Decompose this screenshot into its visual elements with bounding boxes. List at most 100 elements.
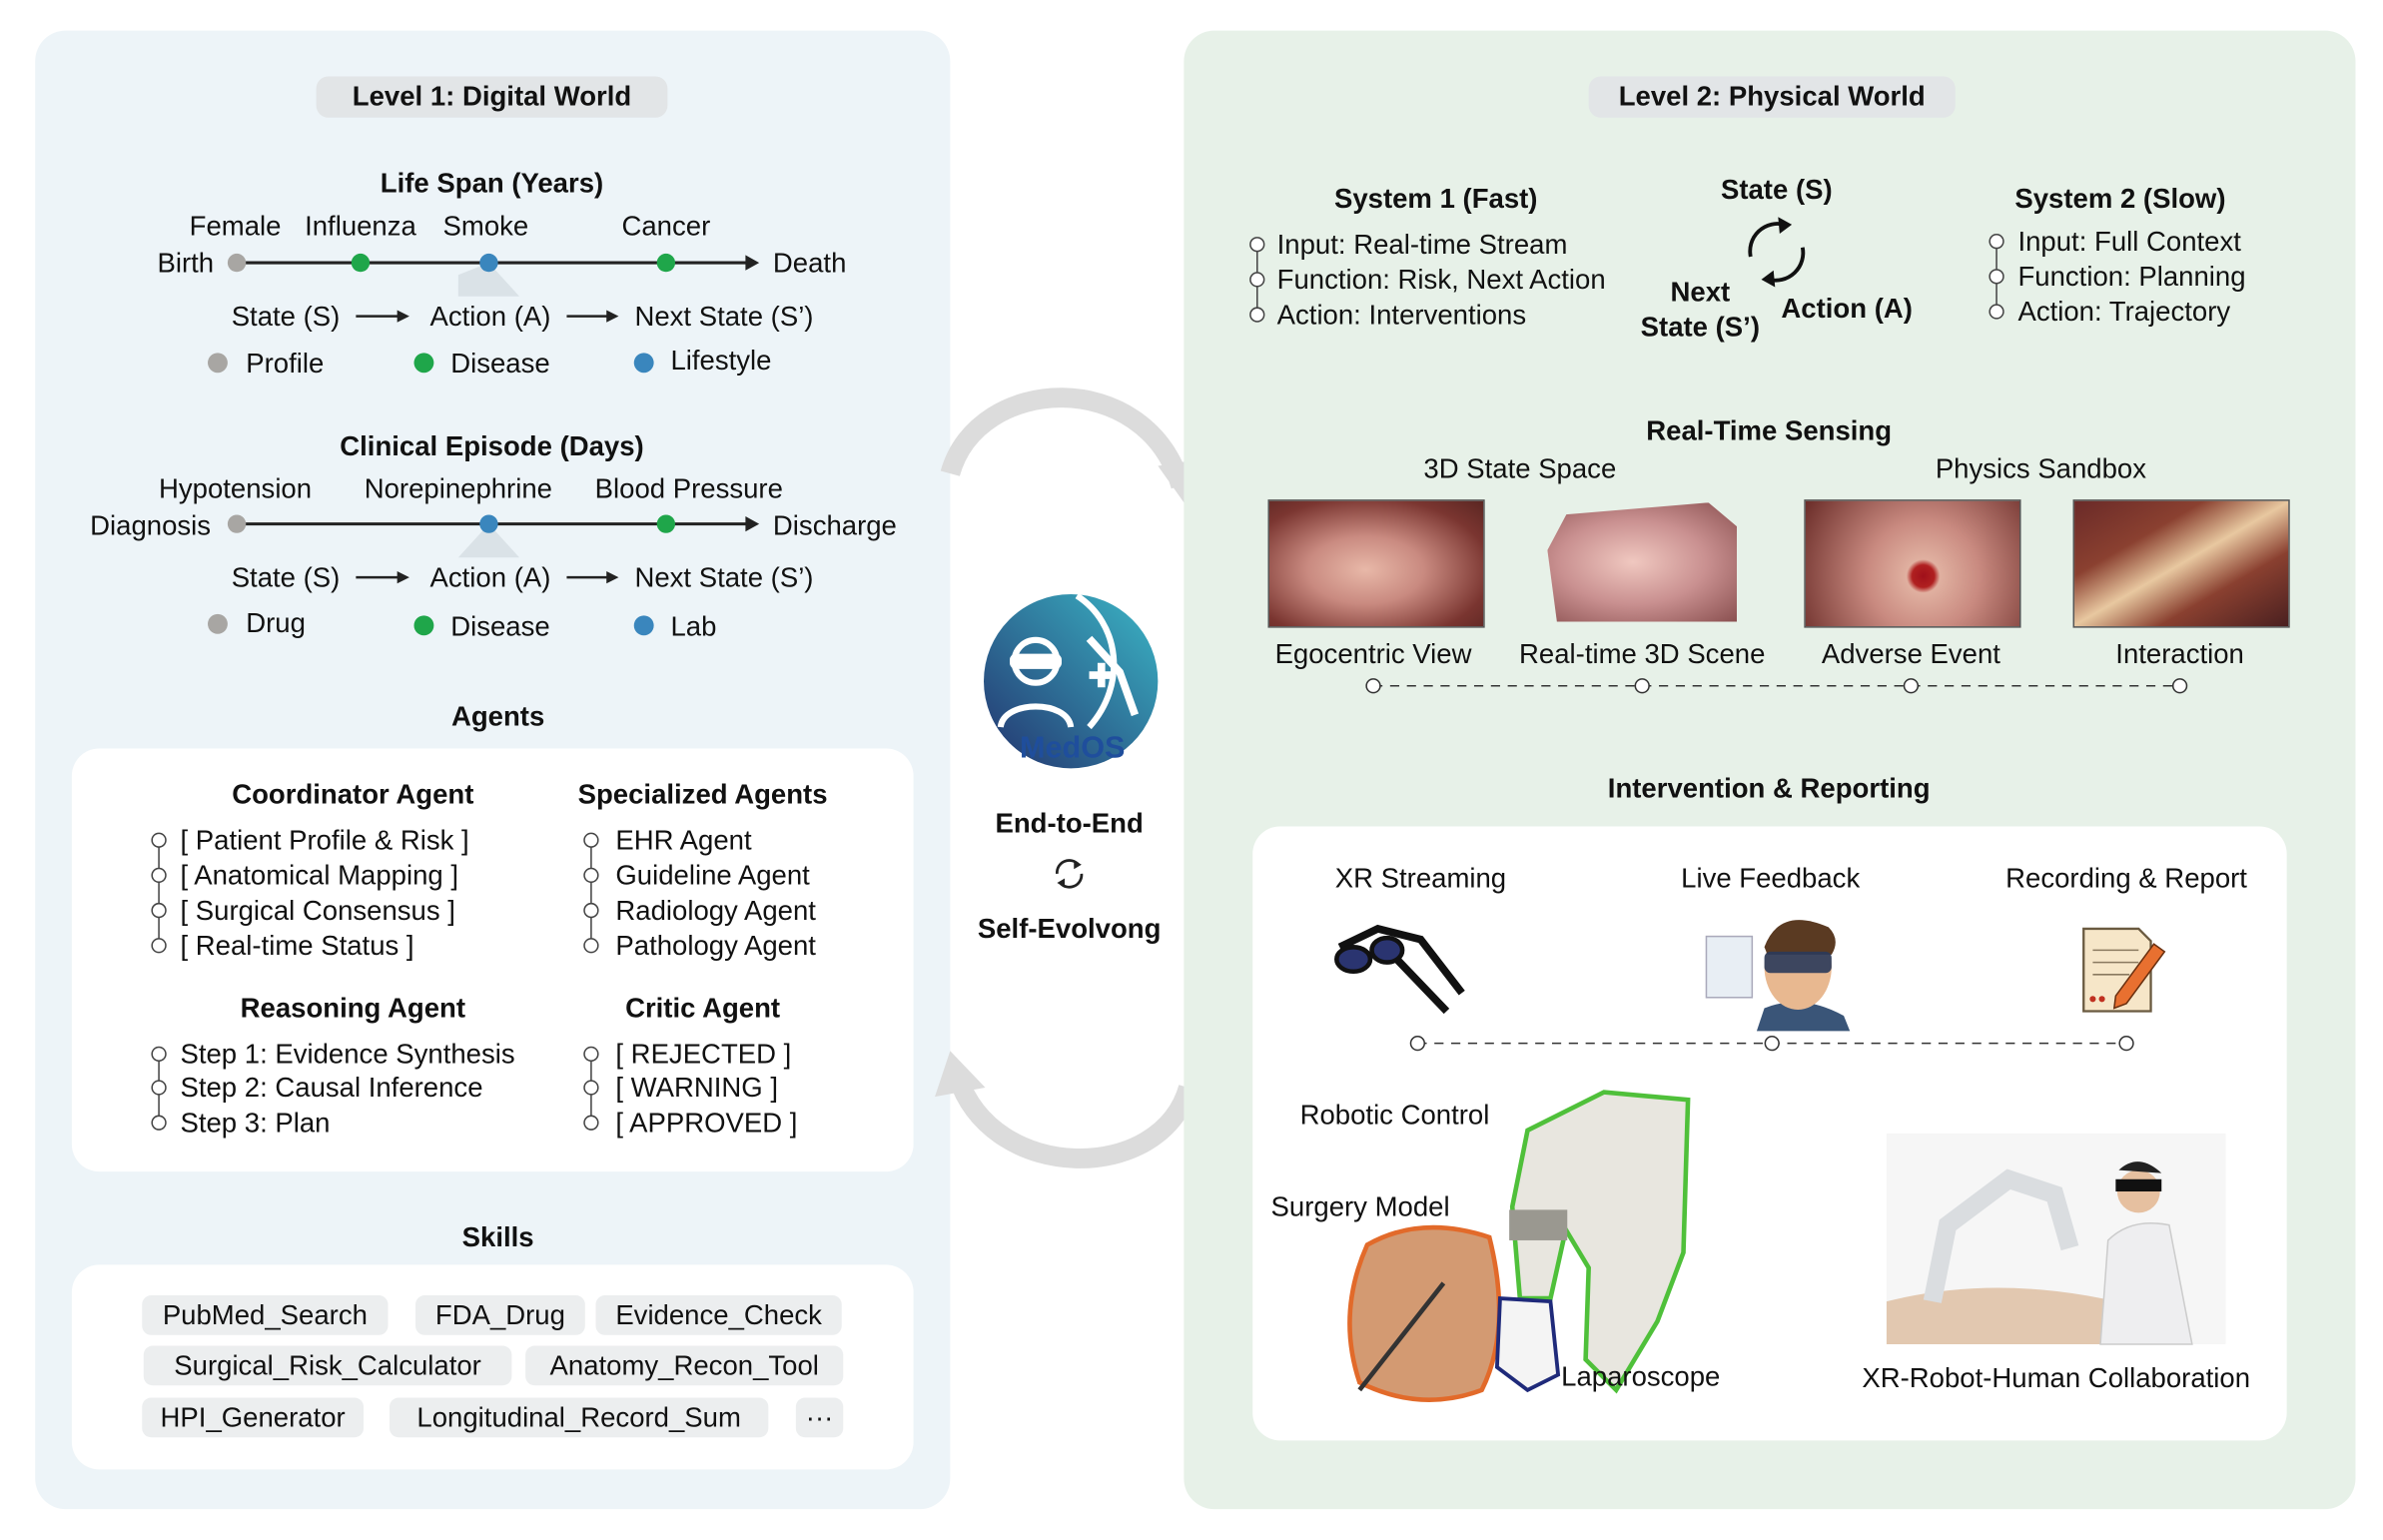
intervention-item: XR Streaming bbox=[1334, 863, 1507, 894]
agent-title: Specialized Agents bbox=[577, 779, 828, 810]
loop-cycle-icon bbox=[1748, 217, 1806, 288]
drug-dot bbox=[227, 514, 247, 533]
sensing-caption: Interaction bbox=[2115, 638, 2244, 669]
system1-title: System 1 (Fast) bbox=[1333, 183, 1538, 215]
list-item: [ WARNING ] bbox=[615, 1072, 779, 1104]
medos-logo-text: MedOS bbox=[1020, 731, 1126, 766]
skill-chip[interactable]: FDA_Drug bbox=[415, 1295, 585, 1335]
bullet-icon bbox=[583, 867, 599, 884]
skill-chip[interactable]: Anatomy_Recon_Tool bbox=[525, 1345, 844, 1386]
intervention-item: Recording & Report bbox=[2005, 863, 2247, 894]
agents-box bbox=[71, 748, 914, 1172]
bullet-connector bbox=[583, 1046, 599, 1131]
skill-chip[interactable]: Evidence_Check bbox=[595, 1295, 842, 1335]
bullet-icon bbox=[151, 1046, 167, 1063]
bullet-connector bbox=[1988, 234, 2004, 320]
profile-dot bbox=[227, 253, 247, 273]
list-item: Step 2: Causal Inference bbox=[180, 1072, 483, 1104]
bullet-icon bbox=[151, 1115, 167, 1131]
spotlight bbox=[457, 523, 520, 558]
list-item: Step 3: Plan bbox=[180, 1107, 331, 1139]
loop-next: Next bbox=[1670, 276, 1731, 308]
disease-dot bbox=[656, 514, 676, 533]
list-item: Step 1: Evidence Synthesis bbox=[180, 1039, 515, 1070]
surgical-robot-image bbox=[1347, 1090, 1691, 1402]
bullet-icon bbox=[1249, 237, 1265, 253]
list-item: [ APPROVED ] bbox=[615, 1107, 798, 1139]
laparoscope-label: Laparoscope bbox=[1561, 1360, 1721, 1392]
bullet-connector bbox=[151, 1046, 167, 1131]
state-label: State (S) bbox=[231, 301, 341, 332]
bullet-icon bbox=[1249, 307, 1265, 323]
event-label: Hypotension bbox=[159, 473, 313, 504]
bullet-icon bbox=[1988, 234, 2004, 250]
group-label: 3D State Space bbox=[1423, 453, 1617, 484]
more-skills-chip[interactable]: ··· bbox=[795, 1397, 844, 1438]
list-item: Action: Interventions bbox=[1276, 299, 1527, 331]
list-item: Radiology Agent bbox=[615, 895, 816, 926]
list-item: Function: Planning bbox=[2017, 261, 2246, 293]
list-item: Pathology Agent bbox=[615, 930, 816, 962]
bullet-icon bbox=[1988, 269, 2004, 285]
skill-chip[interactable]: PubMed_Search bbox=[142, 1295, 389, 1335]
arrow-icon bbox=[606, 310, 619, 323]
list-item: EHR Agent bbox=[615, 824, 752, 856]
bullet-icon bbox=[1988, 304, 2004, 320]
disease-dot bbox=[656, 253, 676, 273]
disease-dot bbox=[351, 253, 371, 273]
event-label: Female bbox=[189, 211, 282, 242]
arrow-icon bbox=[397, 310, 409, 323]
list-item: [ Real-time Status ] bbox=[180, 930, 414, 962]
loop-state: State (S) bbox=[1720, 174, 1833, 205]
sensing-caption: Egocentric View bbox=[1274, 638, 1472, 669]
event-label: Blood Pressure bbox=[594, 473, 783, 504]
bullet-icon bbox=[583, 1115, 599, 1131]
bullet-icon bbox=[1249, 272, 1265, 288]
action-label: Action (A) bbox=[429, 561, 551, 593]
report-pencil-icon bbox=[2082, 927, 2166, 1013]
spotlight bbox=[457, 263, 520, 297]
medos-logo-icon bbox=[983, 592, 1159, 769]
cycle-icon bbox=[1056, 859, 1084, 889]
next-state-label: Next State (S’) bbox=[634, 561, 814, 593]
top-arc bbox=[940, 387, 1191, 489]
bullet-icon bbox=[583, 902, 599, 919]
sensing-title: Real-Time Sensing bbox=[1646, 415, 1893, 446]
collaboration-label: XR-Robot-Human Collaboration bbox=[1862, 1362, 2251, 1393]
skill-chip[interactable]: Longitudinal_Record_Sum bbox=[390, 1397, 769, 1438]
list-item: [ REJECTED ] bbox=[615, 1039, 792, 1070]
loop-action: Action (A) bbox=[1781, 293, 1913, 325]
skills-title: Skills bbox=[461, 1221, 534, 1253]
lab-legend-dot bbox=[633, 615, 654, 636]
bullet-icon bbox=[583, 1046, 599, 1063]
list-item: Action: Trajectory bbox=[2017, 296, 2231, 328]
disease-legend-dot bbox=[413, 353, 434, 374]
event-label: Cancer bbox=[621, 211, 711, 242]
list-item: Guideline Agent bbox=[615, 860, 810, 891]
agent-title: Coordinator Agent bbox=[232, 779, 474, 810]
bullet-icon bbox=[583, 1080, 599, 1096]
skill-chip[interactable]: Surgical_Risk_Calculator bbox=[143, 1345, 512, 1386]
list-item: Function: Risk, Next Action bbox=[1276, 264, 1606, 296]
sensing-caption: Adverse Event bbox=[1821, 638, 2000, 669]
intervention-connector bbox=[1409, 1036, 2134, 1052]
disease-legend-dot bbox=[413, 615, 434, 636]
list-item: [ Patient Profile & Risk ] bbox=[180, 824, 469, 856]
end-to-end-label: End-to-End bbox=[995, 808, 1144, 839]
legend-label: Lifestyle bbox=[670, 345, 772, 377]
live-feedback-avatar-icon bbox=[1705, 920, 1851, 1032]
event-label: Norepinephrine bbox=[364, 473, 552, 504]
intervention-item: Live Feedback bbox=[1681, 863, 1861, 894]
bullet-icon bbox=[151, 902, 167, 919]
adverse-event-image bbox=[1804, 499, 2021, 628]
next-state-label: Next State (S’) bbox=[634, 301, 814, 332]
state-label: State (S) bbox=[231, 561, 341, 593]
list-item: Input: Real-time Stream bbox=[1276, 229, 1568, 261]
timeline-start: Birth bbox=[157, 247, 215, 279]
xr-glasses-icon bbox=[1334, 924, 1465, 1015]
intervention-title: Intervention & Reporting bbox=[1607, 772, 1931, 804]
event-label: Smoke bbox=[442, 211, 529, 242]
skill-chip[interactable]: HPI_Generator bbox=[142, 1397, 365, 1438]
sensing-caption: Real-time 3D Scene bbox=[1519, 638, 1766, 669]
